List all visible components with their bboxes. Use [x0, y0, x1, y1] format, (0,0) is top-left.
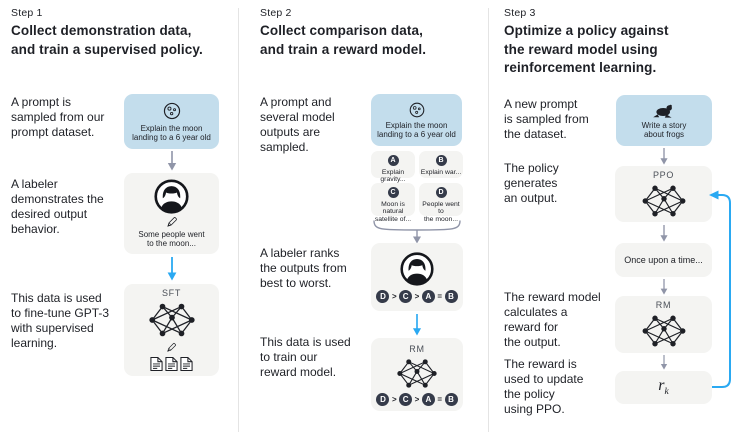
step-1-label: Step 1	[11, 7, 43, 19]
letter-badge-d: D	[435, 187, 447, 198]
moon-icon	[162, 101, 182, 121]
prompt-card: Explain the moon landing to a 6 year old	[124, 94, 219, 149]
prompt-card: Write a story about frogs	[616, 95, 712, 146]
rank-separator: >	[414, 394, 420, 404]
step-2-caption-train-rm: This data is used to train our reward mo…	[260, 335, 351, 379]
output-text-c: Moon is natural satellite of...	[374, 200, 412, 224]
pencil-icon	[166, 342, 177, 353]
output-text-a: Explain gravity...	[380, 168, 406, 184]
letter-badge-c: C	[387, 187, 399, 198]
step-2-caption-ranking: A labeler ranks the outputs from best to…	[260, 246, 347, 290]
sft-label: SFT	[161, 288, 182, 298]
reward-model-card: RM D > C > A = B	[371, 338, 463, 411]
labeler-avatar-icon	[400, 252, 434, 286]
reward-value-card: rk	[615, 371, 712, 404]
moon-icon	[408, 101, 426, 119]
blue-arrow-down-icon	[166, 257, 178, 281]
rank-badge: A	[421, 392, 435, 406]
rank-separator: =	[437, 291, 442, 301]
step-1-caption-finetune: This data is used to fine-tune GPT-3 wit…	[11, 291, 110, 350]
ranking-row: D > C > A = B	[376, 392, 458, 406]
prompt-text: Explain the moon landing to a 6 year old	[132, 123, 211, 143]
step-2-label: Step 2	[260, 7, 292, 19]
step-3-title: Optimize a policy against the reward mod…	[504, 23, 669, 75]
ppo-label: PPO	[652, 169, 675, 180]
output-card-b: B Explain war...	[419, 151, 463, 178]
rank-badge: D	[376, 289, 390, 303]
step-2-title: Collect comparison data, and train a rew…	[260, 23, 427, 57]
rank-badge: C	[399, 289, 413, 303]
documents-row	[150, 356, 193, 372]
reward-symbol: rk	[658, 377, 669, 398]
rank-separator: >	[414, 291, 420, 301]
step-2-caption-sampling: A prompt and several model outputs are s…	[260, 95, 335, 154]
neural-network-icon	[394, 357, 440, 390]
column-divider	[238, 8, 239, 432]
pencil-icon	[166, 216, 178, 228]
step-3-caption-reward-calc: The reward model calculates a reward for…	[504, 290, 601, 349]
output-text-b: Explain war...	[420, 168, 462, 176]
letter-badge-b: B	[435, 155, 447, 166]
reward-model-card: RM	[615, 296, 712, 353]
letter-badge-a: A	[387, 155, 399, 166]
rank-badge: B	[444, 289, 458, 303]
sft-model-card: SFT	[124, 284, 219, 376]
rank-separator: >	[391, 291, 397, 301]
blue-arrow-down-icon	[411, 314, 423, 336]
generated-output-card: Once upon a time...	[615, 243, 712, 277]
step-1-caption-prompt: A prompt is sampled from our prompt data…	[11, 95, 105, 139]
labeler-demo-card: Some people went to the moon...	[124, 173, 219, 254]
rank-badge: A	[421, 289, 435, 303]
step-3-label: Step 3	[504, 7, 536, 19]
arrow-down-icon	[166, 151, 178, 171]
rank-separator: >	[391, 394, 397, 404]
arrow-down-icon	[658, 148, 670, 165]
step-1-title: Collect demonstration data, and train a …	[11, 23, 203, 57]
merge-brace-arrow-icon	[373, 220, 461, 244]
output-card-d: D People went to the moon...	[419, 183, 463, 223]
demonstration-text: Some people went to the moon...	[138, 229, 205, 249]
prompt-card: Explain the moon landing to a 6 year old	[371, 94, 462, 146]
labeler-ranking-card: D > C > A = B	[371, 243, 463, 311]
rank-badge: D	[376, 392, 390, 406]
step-3-caption-prompt: A new prompt is sampled from the dataset…	[504, 97, 589, 141]
document-icon	[180, 356, 193, 372]
rank-separator: =	[437, 394, 442, 404]
output-card-a: A Explain gravity...	[371, 151, 415, 183]
generated-output-text: Once upon a time...	[624, 255, 703, 265]
ppo-policy-card: PPO	[615, 166, 712, 222]
output-card-c: C Moon is natural satellite of...	[371, 183, 415, 223]
step-3-caption-update: The reward is used to update the policy …	[504, 357, 584, 416]
prompt-text: Explain the moon landing to a 6 year old	[377, 120, 456, 140]
rm-label: RM	[409, 343, 425, 354]
step-3-caption-policy: The policy generates an output.	[504, 161, 559, 205]
step-1-caption-labeler: A labeler demonstrates the desired outpu…	[11, 177, 104, 236]
ranking-row: D > C > A = B	[376, 289, 458, 303]
rm-label: RM	[655, 300, 672, 310]
labeler-avatar-icon	[154, 179, 189, 214]
rank-badge: B	[444, 392, 458, 406]
document-icon	[165, 356, 178, 372]
prompt-text: Write a story about frogs	[641, 120, 687, 140]
rank-badge: C	[399, 392, 413, 406]
feedback-loop-arrow-icon	[709, 190, 731, 388]
output-text-d: People went to the moon...	[422, 200, 460, 224]
document-icon	[150, 356, 163, 372]
column-divider	[488, 8, 489, 432]
frog-icon	[652, 102, 676, 118]
neural-network-icon	[146, 301, 198, 339]
